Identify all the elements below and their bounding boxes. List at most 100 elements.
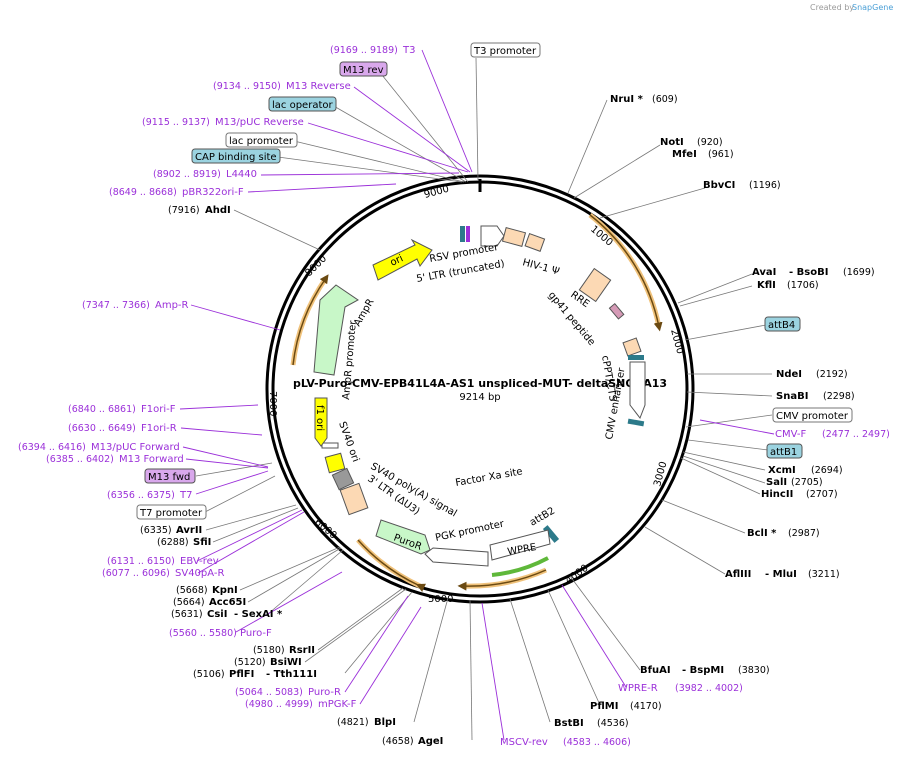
primer-f1ori-f: F1ori-F	[141, 404, 176, 415]
tick-9000: 9000	[423, 184, 450, 201]
tick-6000: 6000	[312, 517, 339, 542]
boxed-feature-labels: T3 promoter M13 rev lac operator lac pro…	[136, 42, 853, 520]
sv40-ori-shape	[324, 452, 346, 474]
tick-5000: 5000	[428, 594, 453, 605]
enzyme-afliii: AflIII	[725, 569, 751, 580]
primer-t7-pos: (6356 .. 6375)	[107, 490, 175, 501]
enzyme-xcmi-pos: (2694)	[811, 465, 843, 476]
enzyme-pflfi-alt: - Tth111I	[266, 669, 317, 680]
label-factorxa: Factor Xa site	[455, 466, 524, 489]
ampr-shape	[313, 284, 359, 376]
enzyme-agei: AgeI	[418, 736, 443, 747]
enzyme-hincii: HincII	[761, 489, 793, 500]
enzyme-kpni-pos: (5668)	[176, 585, 208, 596]
primer-puro-r: Puro-R	[308, 687, 341, 698]
enzyme-csii-alt: - SexAI *	[234, 609, 283, 620]
tick-3000: 3000	[652, 460, 669, 487]
primer-wpre-r: WPRE-R	[618, 683, 658, 694]
primer-m13puc-reverse-pos: (9115 .. 9137)	[142, 117, 210, 128]
enzyme-bcli: BclI *	[747, 528, 777, 539]
enzyme-xcmi: XcmI	[768, 465, 796, 476]
primer-amp-r-pos: (7347 .. 7366)	[82, 300, 150, 311]
enzyme-bstbi: BstBI	[554, 718, 584, 729]
pgk-promoter-shape	[424, 547, 489, 567]
primer-leaders	[179, 49, 775, 741]
enzyme-blpi: BlpI	[374, 717, 396, 728]
enzyme-ndei-pos: (2192)	[816, 369, 848, 380]
primer-m13puc-forward: M13/pUC Forward	[91, 442, 180, 453]
feature-lac-promoter: lac promoter	[229, 136, 294, 147]
enzyme-hincii-pos: (2707)	[806, 489, 838, 500]
primer-puro-r-pos: (5064 .. 5083)	[235, 687, 303, 698]
enzyme-labels-left: AgeI (4658) BlpI (4821) PflFI - Tth111I …	[140, 205, 443, 747]
enzyme-rsrii: RsrII	[289, 645, 315, 656]
enzyme-kfli-pos: (1706)	[787, 280, 819, 291]
plasmid-length: 9214 bp	[459, 392, 500, 403]
primer-sv40pa-r-pos: (6077 .. 6096)	[102, 568, 170, 579]
puror-shape	[375, 519, 431, 555]
enzyme-pflmi: PflMI	[590, 701, 618, 712]
primer-f1ori-r-pos: (6630 .. 6649)	[68, 423, 136, 434]
feature-small-1	[460, 226, 465, 242]
attb1-shape	[627, 418, 645, 427]
label-ori: ori	[389, 253, 405, 268]
primer-m13puc-reverse: M13/pUC Reverse	[215, 117, 304, 128]
enzyme-snabi: SnaBI	[776, 391, 808, 402]
enzyme-bcli-pos: (2987)	[788, 528, 820, 539]
enzyme-sali: SalI	[766, 477, 787, 488]
ltr5-shape	[501, 227, 527, 247]
enzyme-bsiwi-pos: (5120)	[234, 657, 266, 668]
enzyme-ahdi-pos: (7916)	[168, 205, 200, 216]
f1-ori-shape	[314, 397, 328, 447]
tick-7000: 7000	[267, 391, 278, 416]
primer-cmv-f: CMV-F	[775, 429, 806, 440]
enzyme-kfli: KflI	[757, 280, 776, 291]
snapgene-brand: SnapGene	[852, 3, 893, 12]
primer-mscv-rev: MSCV-rev	[500, 737, 548, 748]
enzyme-csii-pos: (5631)	[171, 609, 203, 620]
primer-mpgk-f-pos: (4980 .. 4999)	[245, 699, 313, 710]
tick-4000: 4000	[563, 563, 590, 587]
enzyme-ndei: NdeI	[776, 369, 802, 380]
enzyme-bfuai: BfuAI	[640, 665, 671, 676]
primer-labels: T3 (9169 .. 9189) M13 Reverse (9134 .. 9…	[18, 45, 890, 748]
label-attb2: attB2	[528, 505, 557, 528]
enzyme-sfii: SfiI	[193, 537, 211, 548]
feature-leaders	[195, 57, 769, 513]
position-ticks: 1000 2000 3000 4000 5000 6000 7000 8000 …	[267, 184, 685, 605]
primer-m13-forward-pos: (6385 .. 6402)	[46, 454, 114, 465]
enzyme-bfuai-alt: - BspMI	[682, 665, 724, 676]
enzyme-noti: NotI	[660, 137, 684, 148]
attb2-shape	[542, 525, 560, 543]
enzyme-nrui-pos: (609)	[652, 94, 678, 105]
feature-t7-promoter: T7 promoter	[139, 508, 203, 519]
enzyme-avai-alt: - BsoBI	[789, 267, 828, 278]
hiv-psi-shape	[524, 232, 546, 252]
feature-cap-binding-site: CAP binding site	[195, 152, 277, 163]
primer-mscv-rev-pos: (4583 .. 4606)	[563, 737, 631, 748]
sv40-polya-shape	[331, 467, 355, 491]
primer-m13-forward: M13 Forward	[119, 454, 184, 465]
label-pgk: PGK promoter	[434, 518, 506, 543]
enzyme-labels: NruI * (609) NotI (920) MfeI (961) BbvCI…	[554, 94, 875, 729]
enzyme-bspmi-pos: (3830)	[738, 665, 770, 676]
primer-mpgk-f: mPGK-F	[318, 699, 357, 710]
enzyme-nrui: NruI *	[610, 94, 644, 105]
enzyme-mfei: MfeI	[672, 149, 697, 160]
label-hiv-psi: HIV-1 Ψ	[521, 257, 560, 277]
enzyme-bstbi-pos: (4536)	[597, 718, 629, 729]
enzyme-noti-pos: (920)	[697, 137, 723, 148]
primer-t3-pos: (9169 .. 9189)	[330, 45, 398, 56]
enzyme-acc65i-pos: (5664)	[173, 597, 205, 608]
primer-m13-reverse-pos: (9134 .. 9150)	[213, 81, 281, 92]
enzyme-csii: CsiI	[207, 609, 227, 620]
gp41-shape	[608, 303, 625, 320]
primer-ebv-rev-pos: (6131 .. 6150)	[107, 556, 175, 567]
wpre-green-arc	[491, 556, 549, 577]
attb4-shape	[628, 355, 644, 360]
enzyme-leaders	[205, 99, 773, 741]
tick-2000: 2000	[668, 328, 685, 355]
cppt-shape	[622, 337, 642, 357]
primer-t3: T3	[402, 45, 415, 56]
